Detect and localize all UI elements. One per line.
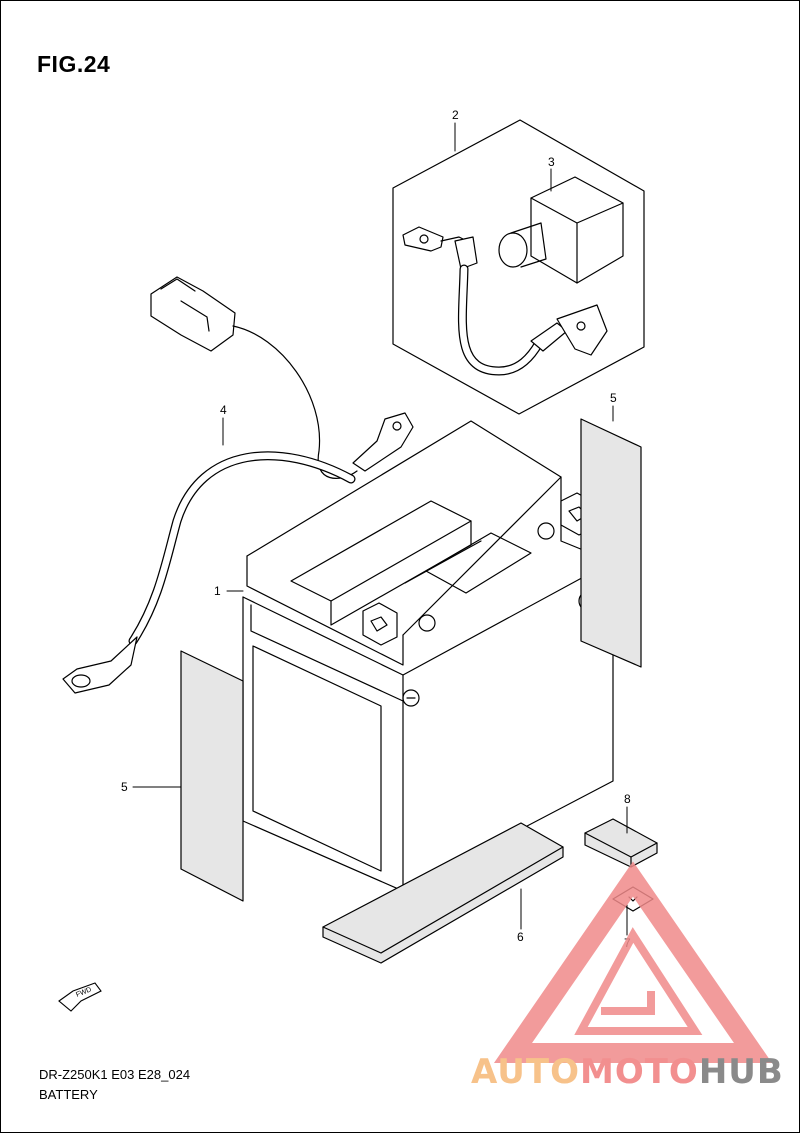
battery [242,420,616,892]
watermark-logo [493,861,773,1063]
callout-1: 1 [214,584,221,598]
watermark-part-2: MOTO [579,1052,699,1092]
side-cushion-right [580,418,642,668]
side-cushion-left [180,650,244,902]
callout-5-left: 5 [121,780,128,794]
pad [584,818,658,868]
callout-8: 8 [624,792,631,806]
cable-kit-boundary [392,119,645,415]
diagram-code: DR-Z250K1 E03 E28_024 [39,1067,191,1082]
watermark-text: AUTOMOTOHUB [471,1052,784,1092]
fwd-arrow: FWD [58,982,102,1012]
diagram-name: BATTERY [39,1087,98,1102]
callout-3: 3 [548,155,555,169]
figure-title: FIG.24 [37,51,111,77]
watermark-part-1: AUTO [471,1052,580,1092]
callout-6: 6 [517,930,524,944]
wire-harness-lead [62,276,414,694]
terminal-cover [498,176,624,284]
leader-lines [132,122,628,936]
watermark-part-3: HUB [698,1052,784,1092]
callout-5-right: 5 [610,391,617,405]
callout-4: 4 [220,403,227,417]
callout-2: 2 [452,108,459,122]
battery-cable [402,226,608,376]
bottom-cushion [322,822,564,964]
